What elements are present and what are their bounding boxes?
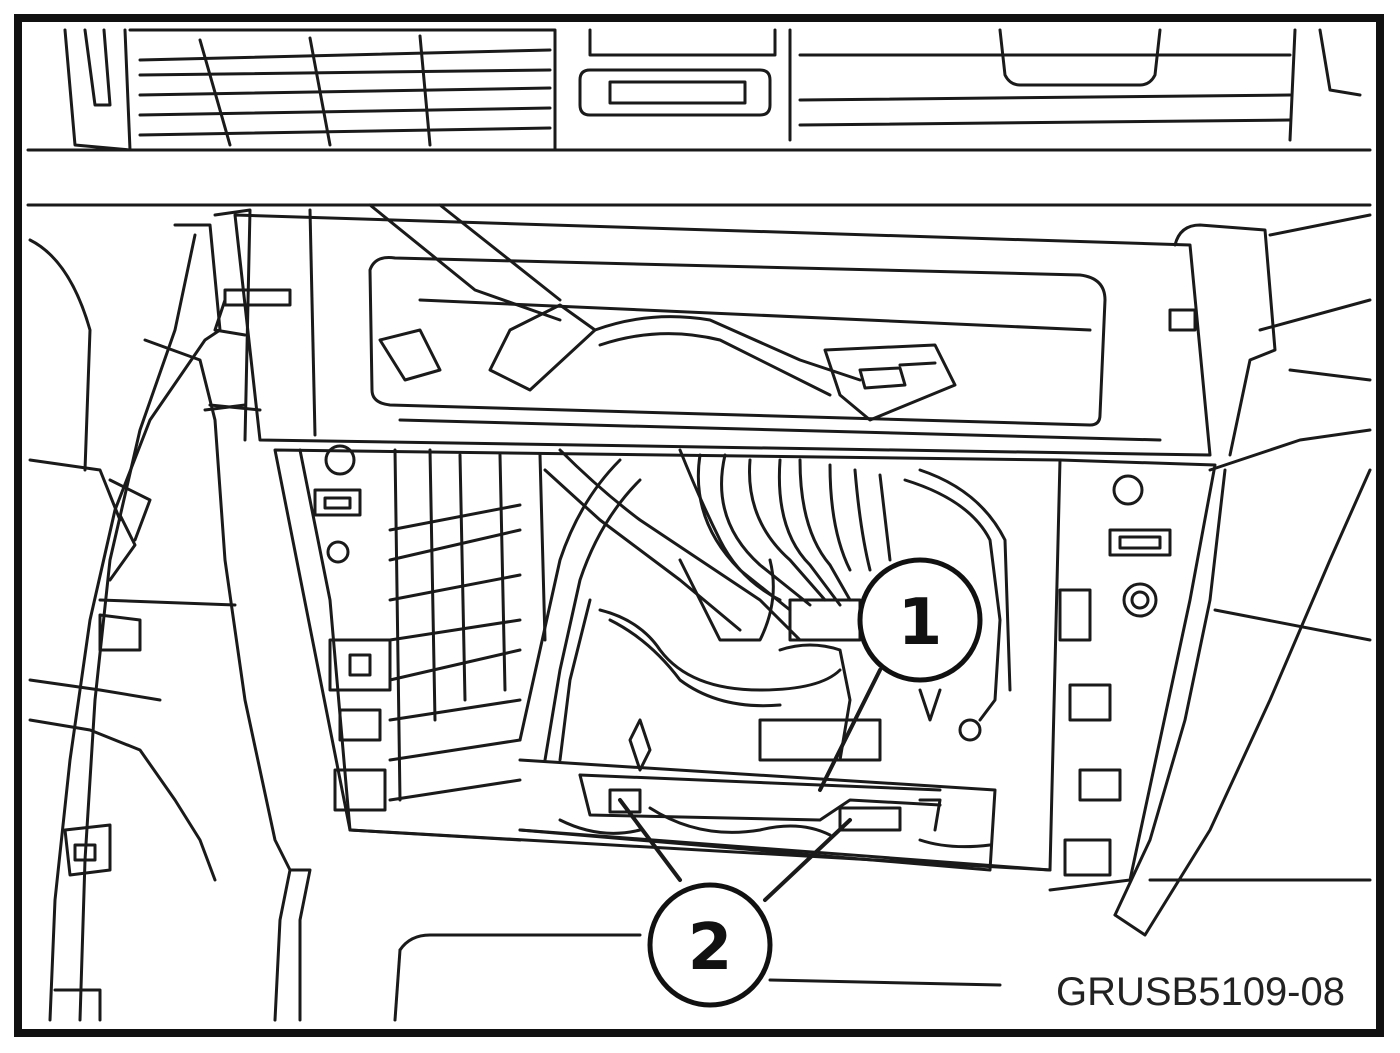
right-console-trim: [1113, 213, 1372, 937]
callout-2-circle: [647, 882, 773, 1008]
wiring-harness: [518, 448, 1012, 772]
mounting-frame-upper: [208, 203, 1212, 457]
figure-code: GRUSB5109-08: [1056, 970, 1345, 1014]
callout-leaders: [618, 668, 882, 902]
callout-2-label: 2: [688, 911, 733, 985]
left-console-trim: [28, 208, 292, 1022]
callout-1: 1: [857, 557, 983, 683]
upper-dash-vents: [26, 28, 1372, 207]
radio-cage-lower: [273, 444, 1217, 892]
callout-1-circle: [857, 557, 983, 683]
lower-dash: [273, 828, 1052, 1022]
callout-1-label: 1: [898, 586, 943, 660]
callout-2: 2: [647, 882, 773, 1008]
illustration-frame: [14, 14, 1384, 1037]
